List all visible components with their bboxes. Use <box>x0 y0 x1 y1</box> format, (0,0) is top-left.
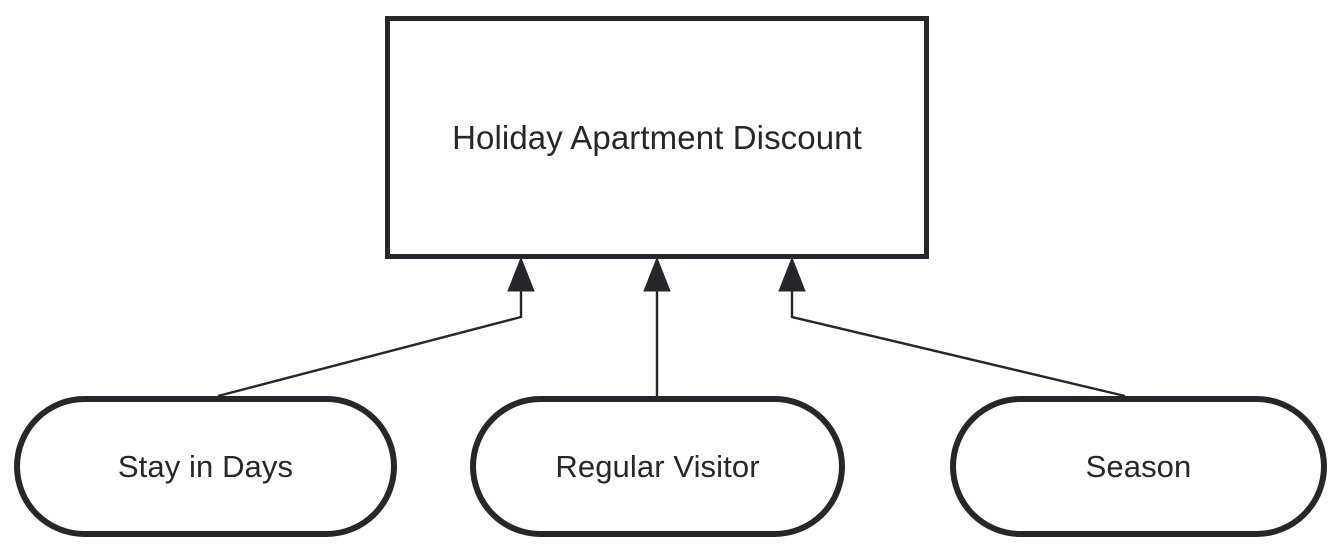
input-node-regular-visitor[interactable] <box>470 396 845 537</box>
connector-season[interactable] <box>790 290 1126 398</box>
input-node-stay-in-days[interactable] <box>14 396 397 537</box>
arrowhead-stay-in-days <box>507 256 535 292</box>
arrowhead-season <box>778 256 806 292</box>
decision-node-holiday-apartment-discount[interactable] <box>385 16 929 259</box>
connector-stay-in-days[interactable] <box>217 290 523 398</box>
arrowhead-regular-visitor <box>643 256 671 292</box>
input-node-season[interactable] <box>950 396 1327 537</box>
